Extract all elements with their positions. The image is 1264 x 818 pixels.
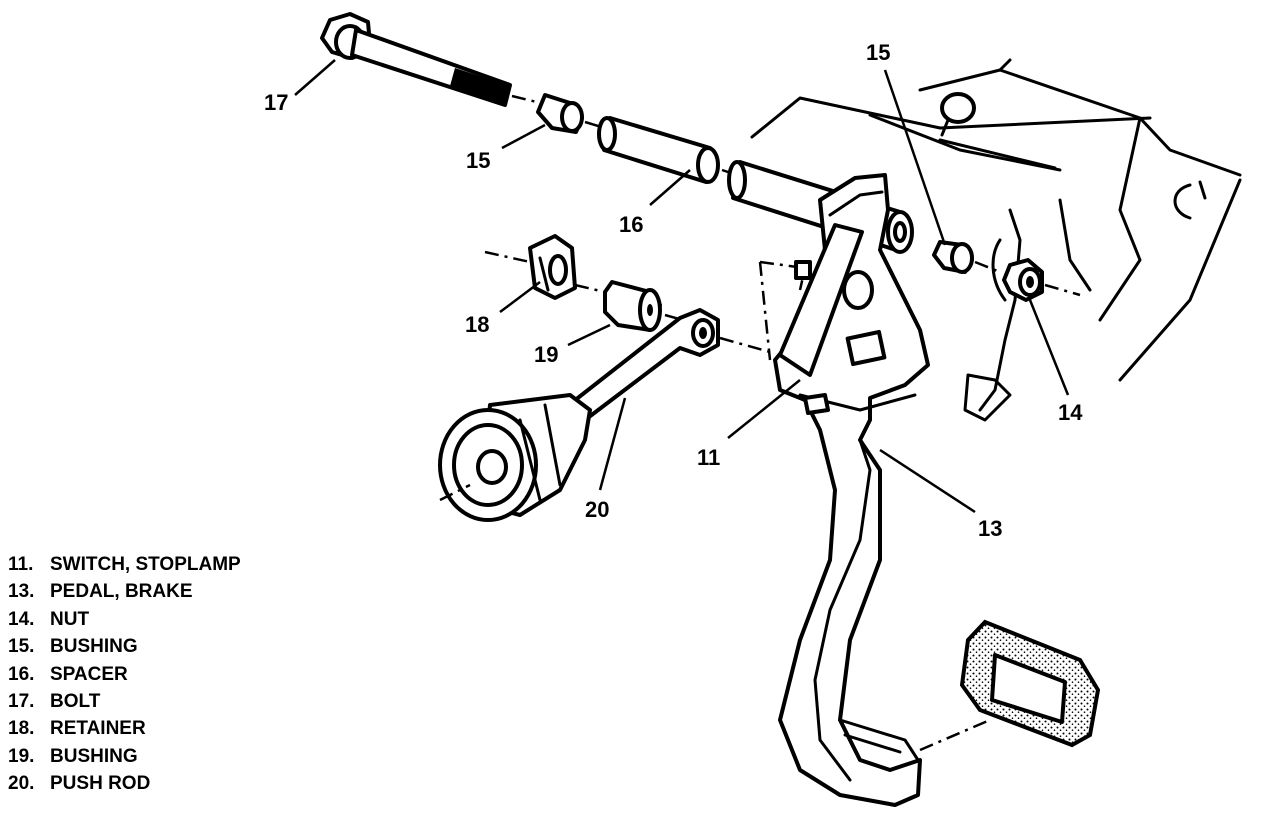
legend-item: 15.BUSHING [8, 636, 138, 658]
callout-18: 18 [465, 312, 489, 337]
bolt-17 [320, 12, 546, 107]
legend-item: 16.SPACER [8, 663, 128, 685]
callout-15-right: 15 [866, 40, 890, 65]
bracket-stud-icon [940, 92, 976, 124]
push-rod-20 [438, 308, 771, 522]
legend-item: 11.SWITCH, STOPLAMP [8, 554, 241, 575]
pedal-mounting-bracket [750, 58, 1242, 422]
legend-item: 18.RETAINER [8, 718, 146, 740]
legend-item: 20.PUSH ROD [8, 773, 151, 795]
callout-14: 14 [1058, 400, 1083, 425]
callout-19: 19 [534, 342, 558, 367]
stoplamp-switch-11 [758, 223, 917, 415]
bushing-19 [603, 280, 691, 332]
retainer-18 [484, 234, 606, 300]
legend-item: 19.BUSHING [8, 745, 138, 767]
pedal-pad [919, 619, 1101, 752]
parts-legend: 11.SWITCH, STOPLAMP 13.PEDAL, BRAKE 14.N… [8, 551, 241, 798]
bushing-15-left [536, 93, 606, 134]
callout-16: 16 [619, 212, 643, 237]
callout-11: 11 [697, 445, 720, 470]
legend-item: 13.PEDAL, BRAKE [8, 581, 193, 603]
legend-item: 14.NUT [8, 608, 90, 630]
legend-item: 17.BOLT [8, 691, 101, 713]
callout-15-left: 15 [466, 148, 490, 173]
nut-14 [1002, 258, 1081, 302]
bushing-15-right [932, 240, 1001, 274]
callout-17: 17 [264, 90, 288, 115]
callout-labels: 17 15 16 15 18 19 20 11 13 14 [264, 40, 1083, 541]
callout-leaders [294, 59, 1070, 514]
callout-13: 13 [978, 516, 1002, 541]
callout-20: 20 [585, 497, 609, 522]
spacer-16 [597, 116, 741, 184]
